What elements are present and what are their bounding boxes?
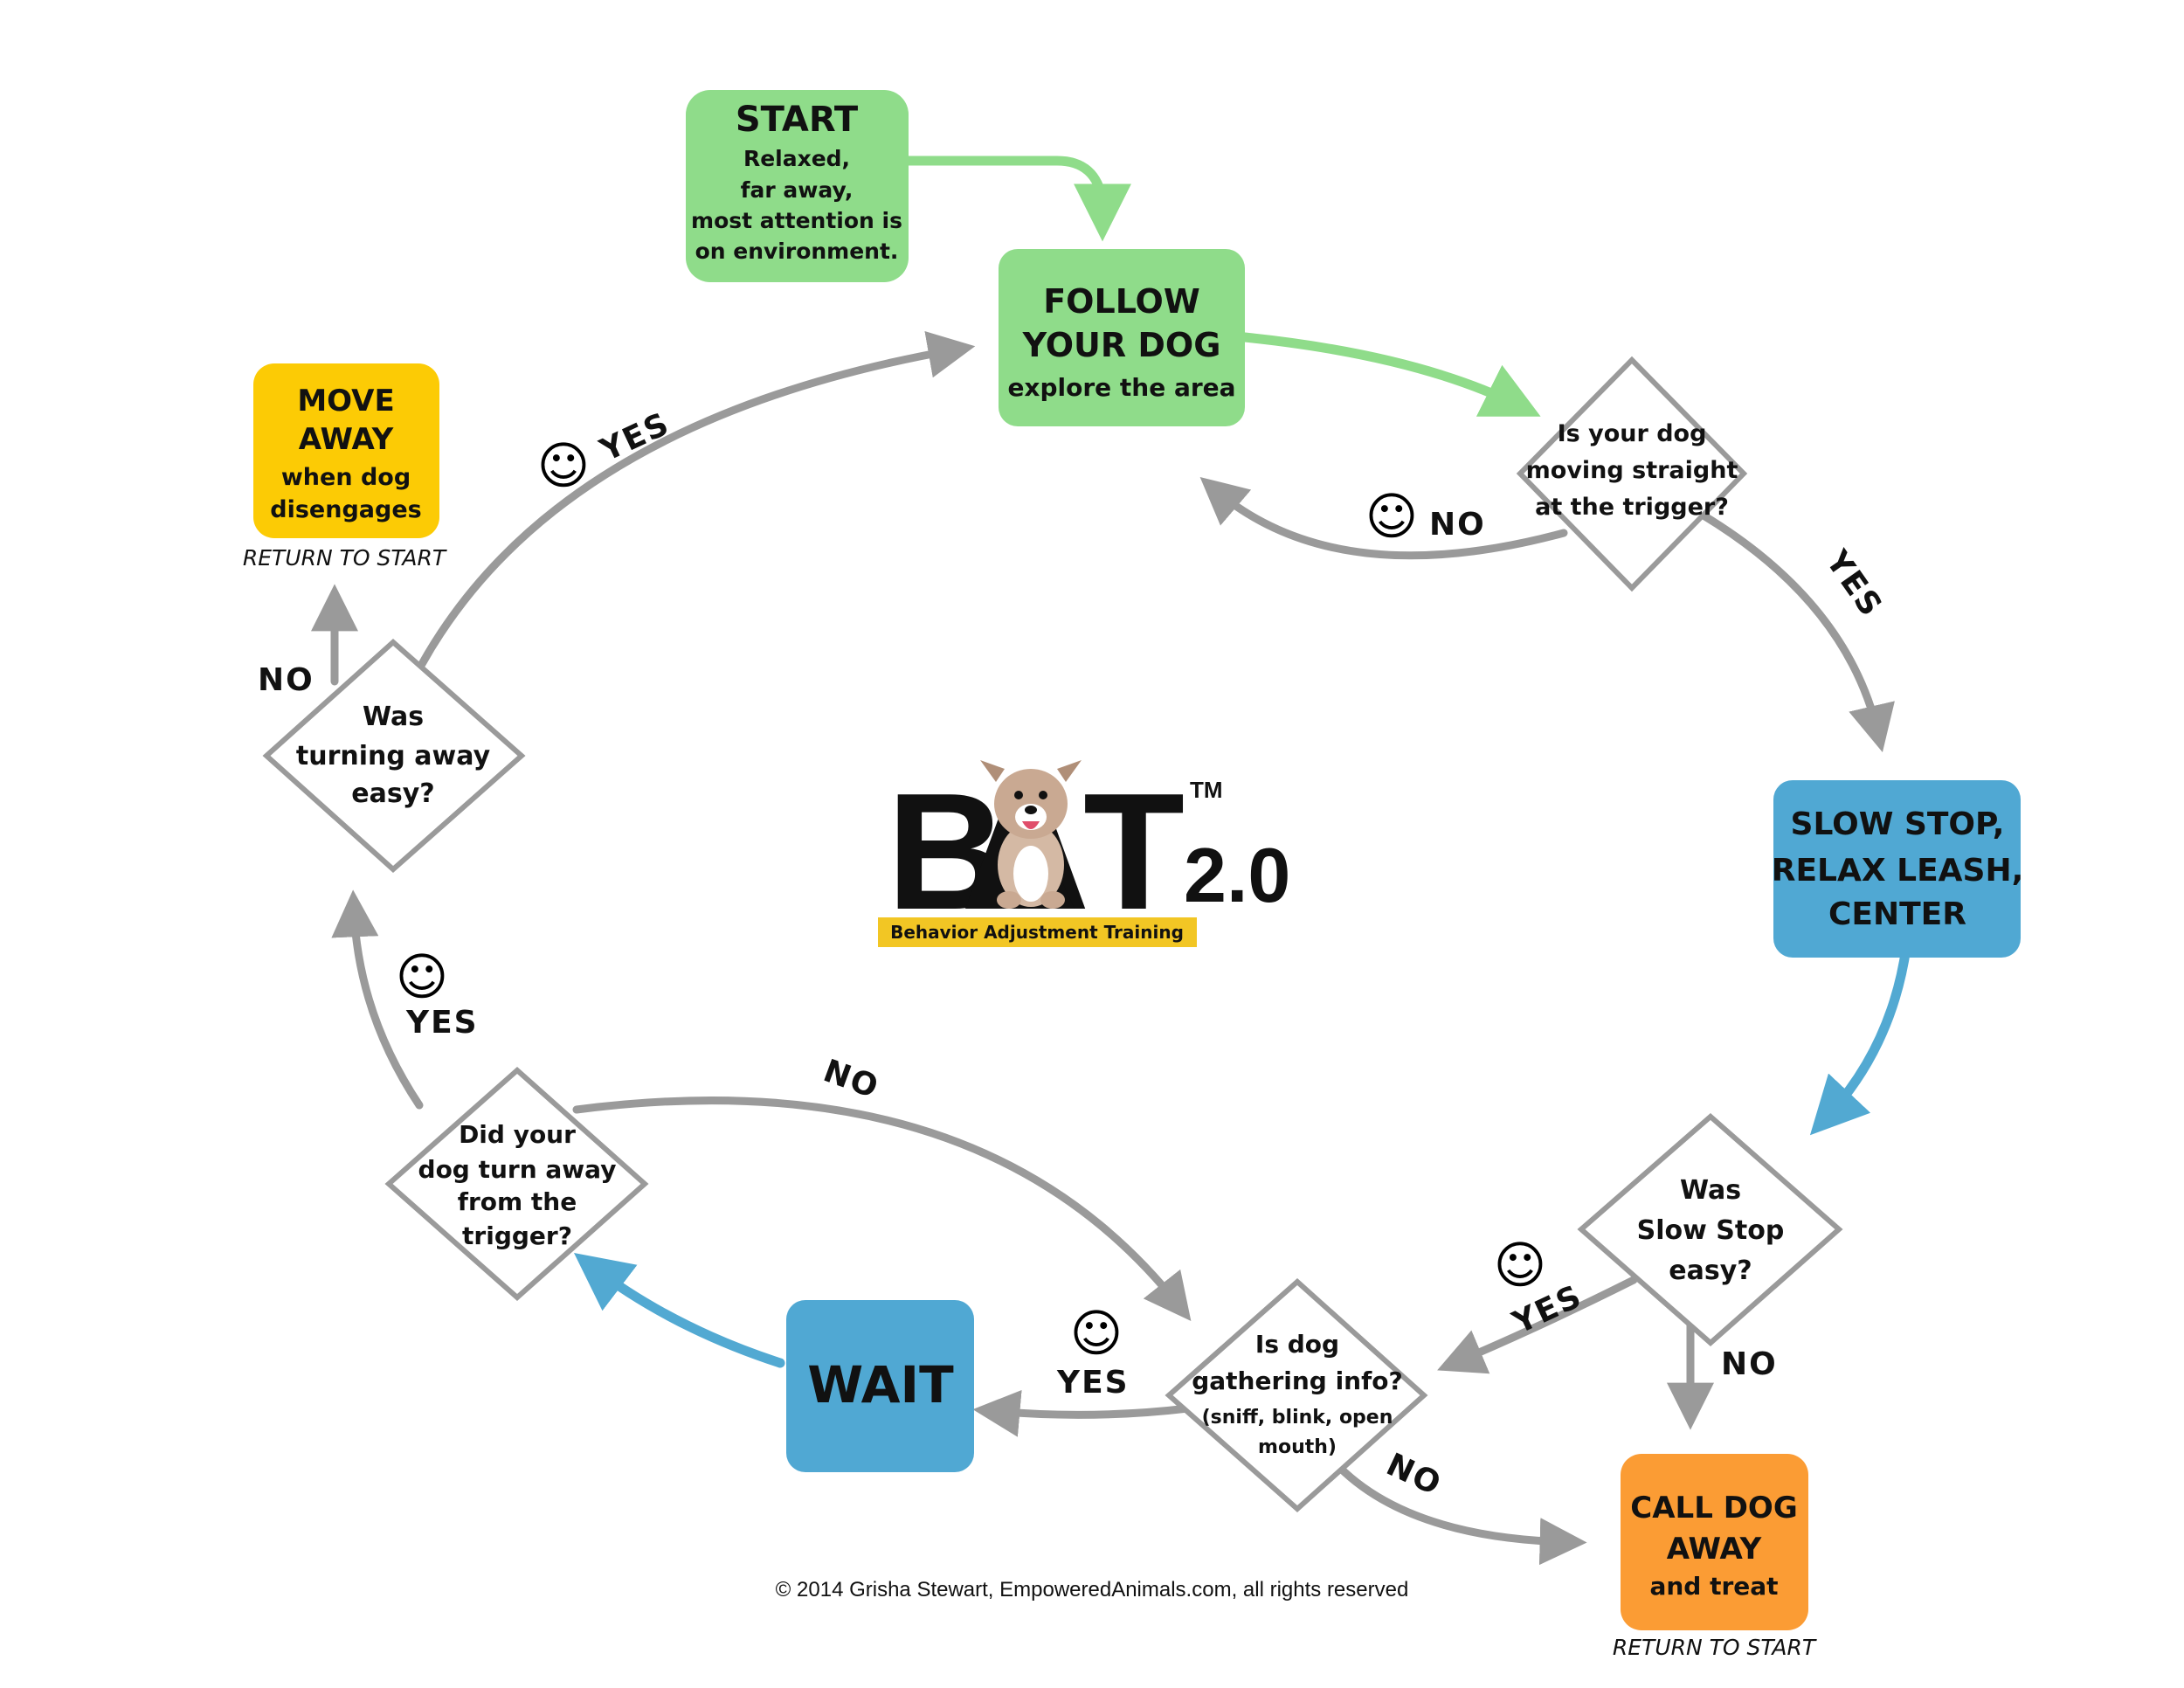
arrow-start-to-follow bbox=[899, 156, 1131, 242]
smiley-icon: ☺ bbox=[1494, 1235, 1546, 1295]
svg-text:Relaxed,: Relaxed, bbox=[743, 146, 850, 171]
svg-text:AWAY: AWAY bbox=[299, 422, 394, 457]
slow-stop-box: SLOW STOP, RELAX LEASH, CENTER bbox=[1772, 780, 2024, 958]
arrow-turn-away-no-to-gathering bbox=[572, 1097, 1192, 1321]
arrow-moving-straight-no-to-follow bbox=[1199, 476, 1568, 560]
svg-text:WAIT: WAIT bbox=[807, 1355, 954, 1415]
svg-text:SLOW STOP,: SLOW STOP, bbox=[1791, 806, 2005, 842]
arrow-moving-straight-yes-to-slow-stop bbox=[1699, 511, 1895, 753]
decision-slow-stop-easy: Was Slow Stop easy? bbox=[1577, 1113, 1843, 1346]
svg-text:at the trigger?: at the trigger? bbox=[1535, 494, 1729, 521]
svg-text:on environment.: on environment. bbox=[695, 239, 899, 264]
call-dog-away-box: CALL DOG AWAY and treat RETURN TO START bbox=[1613, 1454, 1817, 1660]
svg-text:MOVE: MOVE bbox=[297, 384, 394, 419]
svg-text:far away,: far away, bbox=[741, 177, 854, 203]
arrow-wait-to-turn-away bbox=[573, 1253, 785, 1368]
label-no-turning-easy: NO bbox=[258, 662, 314, 698]
logo-version: 2.0 bbox=[1184, 832, 1290, 918]
svg-text:explore the area: explore the area bbox=[1007, 373, 1235, 402]
logo-letter-t: T bbox=[1083, 759, 1185, 944]
label-no-turn-away: NO bbox=[819, 1053, 884, 1106]
svg-text:when dog: when dog bbox=[281, 464, 411, 491]
label-yes-gathering: YES bbox=[1056, 1365, 1130, 1401]
arrow-follow-to-moving-straight bbox=[1231, 331, 1541, 417]
svg-text:trigger?: trigger? bbox=[462, 1221, 572, 1250]
label-no-moving-straight: NO bbox=[1429, 507, 1486, 543]
move-away-box: MOVE AWAY when dog disengages RETURN TO … bbox=[243, 363, 447, 571]
svg-text:turning away: turning away bbox=[296, 741, 491, 771]
svg-text:CENTER: CENTER bbox=[1828, 896, 1966, 932]
dog-mascot-icon bbox=[980, 760, 1082, 909]
svg-text:disengages: disengages bbox=[270, 496, 421, 523]
smiley-icon: ☺ bbox=[1070, 1304, 1123, 1363]
svg-text:dog turn away: dog turn away bbox=[418, 1155, 617, 1184]
follow-your-dog-box: FOLLOW YOUR DOG explore the area bbox=[999, 249, 1245, 426]
svg-text:most attention is: most attention is bbox=[691, 208, 902, 233]
label-no-gathering: NO bbox=[1381, 1447, 1448, 1504]
svg-text:moving straight: moving straight bbox=[1526, 457, 1738, 484]
smiley-icon: ☺ bbox=[396, 947, 448, 1007]
logo-banner-text: Behavior Adjustment Training bbox=[890, 922, 1184, 943]
label-yes-moving-straight: YES bbox=[1818, 543, 1890, 624]
decision-moving-straight: Is your dog moving straight at the trigg… bbox=[1516, 356, 1748, 592]
label-no-slow-stop-easy: NO bbox=[1721, 1346, 1778, 1382]
svg-text:(sniff, blink, open: (sniff, blink, open bbox=[1202, 1407, 1393, 1429]
smiley-icon: ☺ bbox=[1365, 487, 1418, 546]
decision-turning-easy: Was turning away easy? bbox=[262, 638, 526, 874]
decision-gathering-info: Is dog gathering info? (sniff, blink, op… bbox=[1165, 1277, 1428, 1513]
decision-turn-away: Did your dog turn away from the trigger? bbox=[384, 1066, 649, 1302]
bat-logo: B A T TM 2.0 Behavior Adjustment Trainin… bbox=[878, 759, 1290, 947]
svg-text:Is dog: Is dog bbox=[1255, 1330, 1339, 1359]
svg-text:FOLLOW: FOLLOW bbox=[1043, 282, 1200, 321]
svg-text:easy?: easy? bbox=[1669, 1256, 1752, 1286]
svg-text:from the: from the bbox=[458, 1187, 577, 1216]
svg-text:RELAX LEASH,: RELAX LEASH, bbox=[1772, 853, 2024, 889]
svg-text:RETURN TO START: RETURN TO START bbox=[1613, 1635, 1817, 1660]
svg-text:AWAY: AWAY bbox=[1667, 1532, 1762, 1567]
arrow-gathering-yes-to-wait bbox=[972, 1389, 1192, 1437]
svg-text:gathering info?: gathering info? bbox=[1192, 1366, 1403, 1395]
arrow-slow-stop-to-slow-stop-easy bbox=[1809, 943, 1911, 1136]
svg-text:and treat: and treat bbox=[1649, 1572, 1778, 1601]
logo-banner bbox=[878, 917, 1197, 947]
arrow-turning-easy-yes-to-follow bbox=[418, 331, 976, 668]
arrow-gathering-no-to-call-dog bbox=[1324, 1450, 1587, 1566]
svg-text:Was: Was bbox=[1680, 1175, 1741, 1206]
svg-text:Slow Stop: Slow Stop bbox=[1637, 1215, 1785, 1246]
arrows bbox=[311, 156, 1911, 1566]
copyright-footer: © 2014 Grisha Stewart, EmpoweredAnimals.… bbox=[776, 1578, 1409, 1602]
svg-text:Did your: Did your bbox=[459, 1120, 576, 1149]
start-box: START Relaxed, far away, most attention … bbox=[686, 90, 909, 282]
logo-trademark: TM bbox=[1190, 777, 1223, 803]
svg-text:START: START bbox=[736, 100, 859, 140]
svg-text:Is your dog: Is your dog bbox=[1558, 420, 1707, 447]
wait-box: WAIT bbox=[786, 1300, 974, 1472]
arrow-slow-stop-easy-yes-to-gathering bbox=[1437, 1276, 1638, 1374]
svg-text:Was: Was bbox=[363, 702, 424, 732]
svg-text:CALL DOG: CALL DOG bbox=[1630, 1491, 1797, 1525]
svg-text:YOUR DOG: YOUR DOG bbox=[1022, 326, 1221, 364]
smiley-icon: ☺ bbox=[537, 436, 590, 495]
arrow-turn-away-yes-to-turning-easy bbox=[331, 889, 424, 1110]
label-yes-turn-away: YES bbox=[405, 1005, 479, 1041]
svg-text:easy?: easy? bbox=[351, 778, 434, 809]
svg-text:mouth): mouth) bbox=[1258, 1436, 1337, 1458]
svg-text:RETURN TO START: RETURN TO START bbox=[243, 545, 447, 571]
